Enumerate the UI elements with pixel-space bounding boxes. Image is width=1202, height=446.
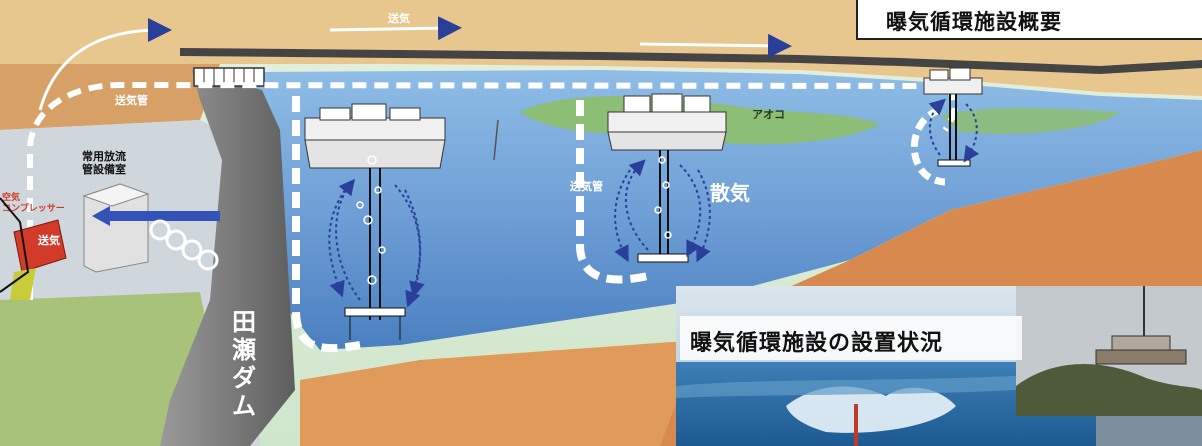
aerator-unit-1: [292, 96, 446, 353]
inset-title: 曝気循環施設の設置状況: [680, 316, 1022, 360]
water-divider-mark: [493, 119, 499, 161]
aerator-3-circulation-arrows: [928, 98, 980, 163]
air-pipe-left-label: 送気管: [114, 93, 148, 107]
algae-patch-2: [940, 108, 1120, 134]
aerator-2-circulation-arrows: [614, 159, 711, 263]
photo-marker-post: [854, 404, 858, 446]
air-flow-arrow-left: [38, 18, 172, 111]
installation-photo-inset: 曝気循環施設の設置状況: [676, 286, 1202, 446]
pipe-room-building: [82, 183, 150, 273]
installation-photo: [676, 286, 1202, 446]
reservoir-water: [250, 70, 1202, 350]
photo-bottom-right: [1096, 416, 1202, 446]
diagram-title: 曝気循環施設概要: [856, 0, 1202, 40]
compressor-mark-label: 送気: [37, 233, 60, 247]
aerator-1-bubbles: [356, 155, 386, 285]
photo-splash: [786, 386, 956, 433]
dam-label-3: ダ: [232, 364, 256, 392]
air-pipe-mid-label: 送気管: [569, 179, 603, 193]
lake-bed: [300, 340, 700, 446]
left-bracket: [0, 197, 30, 293]
dam-label-2: 瀬: [232, 336, 256, 364]
aeration-label: 散気: [710, 181, 750, 205]
air-flow-arrow-top-right: [639, 33, 792, 58]
aerator-1-circulation-arrows: [328, 178, 425, 308]
compressor-label: 空気 コンプレッサー: [2, 191, 65, 214]
air-feed-top-label: 送気: [387, 11, 410, 25]
crest-road: [180, 48, 1202, 74]
pipe-coils: [149, 219, 219, 271]
air-flow-arrow-top: [329, 16, 462, 41]
dam-label-4: ム: [232, 392, 256, 420]
air-feed-pipe: [27, 81, 958, 300]
aerator-2-bubbles: [654, 156, 672, 239]
dam-label-1: 田: [232, 308, 256, 336]
photo-ripples: [676, 376, 1016, 398]
dam-body: [160, 70, 295, 446]
algae-label: アオコ: [752, 108, 785, 121]
left-terrain: [0, 64, 220, 130]
aerator-unit-2: [576, 93, 727, 284]
air-compressor: [10, 219, 67, 300]
pipe-room-label: 常用放流 管設備室: [82, 149, 130, 176]
inflow-arrow-head: [92, 206, 110, 226]
photo-hill: [1016, 363, 1202, 416]
photo-platform: [1095, 286, 1187, 365]
